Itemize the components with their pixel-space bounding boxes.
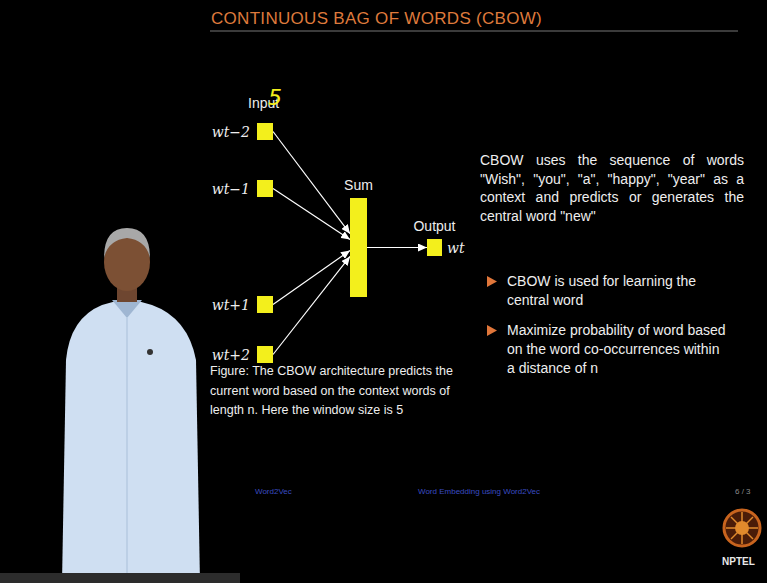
bullet-marker — [487, 276, 497, 287]
node-label: wt−1 — [212, 181, 250, 197]
connector-arrow — [273, 256, 350, 354]
description-text: CBOW uses the sequence of words "Wish", … — [480, 151, 744, 226]
node-label: wt+2 — [212, 347, 250, 363]
page-number: 6 / 3 — [735, 487, 751, 496]
handwritten-note-wrap: 5 — [268, 85, 282, 110]
logo-text-wrap: NPTEL — [722, 556, 755, 567]
node-label: wt — [447, 240, 465, 256]
handwritten-note: 5 — [268, 85, 282, 110]
node-text-wrap: Sum — [344, 177, 373, 193]
title-rule — [210, 31, 738, 32]
node-text-wrap: Output — [413, 218, 455, 234]
node-text-wrap: wt+1 — [212, 297, 250, 313]
bullet-text-wrap: Maximize probability of word based on th… — [507, 321, 729, 378]
connector-arrow — [273, 132, 350, 234]
slide-title: CONTINUOUS BAG OF WORDS (CBOW) — [211, 9, 542, 29]
footer-text-wrap: Word2Vec — [255, 487, 292, 496]
input-unit: wt+2 — [257, 346, 273, 363]
podium — [0, 573, 240, 583]
description-text-wrap: CBOW uses the sequence of words "Wish", … — [480, 151, 744, 226]
node-label: Output — [413, 218, 455, 234]
node-label: Sum — [344, 177, 373, 193]
presenter — [62, 228, 200, 583]
figure-caption: Figure: The CBOW architecture predicts t… — [210, 362, 472, 421]
page-number-wrap: 6 / 3 — [735, 487, 751, 496]
node-label: wt+1 — [212, 297, 250, 313]
node-label: wt−2 — [212, 124, 250, 140]
input-unit: wt−1 — [257, 180, 273, 197]
node-text-wrap: wt — [447, 240, 465, 256]
bullet-text-wrap: CBOW is used for learning the central wo… — [507, 272, 729, 310]
logo-text: NPTEL — [722, 556, 755, 567]
slide-title-wrap: CONTINUOUS BAG OF WORDS (CBOW) — [211, 9, 542, 29]
footer-text: Word2Vec — [255, 487, 292, 496]
sum-layer: Sum — [350, 198, 367, 297]
node-text-wrap: wt−2 — [212, 124, 250, 140]
input-unit: wt+1 — [257, 296, 273, 313]
node-text-wrap: wt−1 — [212, 181, 250, 197]
connector-arrow — [367, 247, 427, 248]
figure-caption-wrap: Figure: The CBOW architecture predicts t… — [210, 362, 472, 421]
nptel-logo — [724, 510, 760, 546]
footer-text-wrap: Word Embedding using Word2Vec — [418, 487, 540, 496]
output-unit: Outputwt — [427, 239, 442, 256]
connector-arrow — [273, 189, 350, 240]
connector-arrow — [273, 250, 350, 304]
bullet-marker — [487, 325, 497, 336]
footer-text: Word Embedding using Word2Vec — [418, 487, 540, 496]
input-unit: wt−2 — [257, 123, 273, 140]
node-text-wrap: wt+2 — [212, 347, 250, 363]
bullet-text: Maximize probability of word based on th… — [507, 321, 729, 378]
bullet-text: CBOW is used for learning the central wo… — [507, 272, 729, 310]
